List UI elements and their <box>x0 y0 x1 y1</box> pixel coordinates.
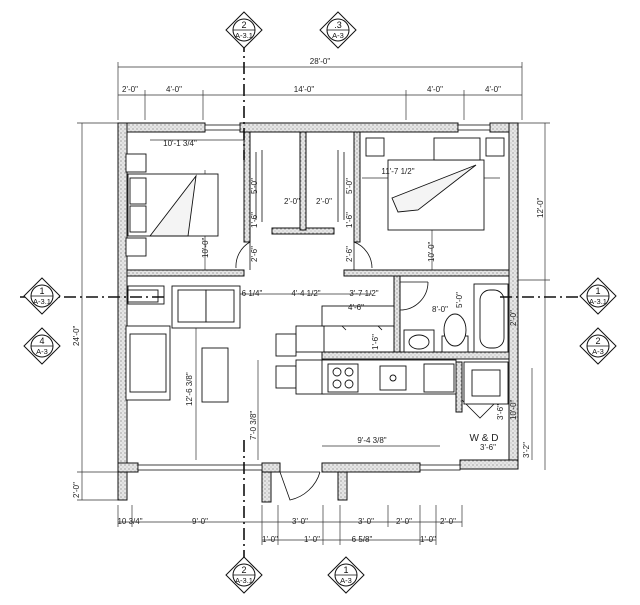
bath-fixtures <box>403 283 509 353</box>
overall-depth-dim: 24'-0" <box>72 325 81 346</box>
marker-number: 1 <box>343 565 348 575</box>
tub-dim: 2'-0" <box>509 310 518 326</box>
marker-number: 1 <box>39 286 44 296</box>
top-dim-5: 4'-0" <box>485 85 501 94</box>
right-total: 12'-0" <box>536 197 545 218</box>
marker-number: 2 <box>241 20 246 30</box>
kitchen-small: 1'-6" <box>371 334 380 350</box>
hall-right: 2'-6" <box>345 246 354 262</box>
laundry-a: 3'-6" <box>496 404 505 420</box>
section-marker-left-a: 1A-3.1 <box>23 277 61 315</box>
top-dim-3: 14'-0" <box>294 85 315 94</box>
laundry-c: 3'-2" <box>522 442 531 458</box>
living-furniture <box>125 285 241 403</box>
section-markers: 2A-3.1.3A-31A-3.14A-31A-3.12A-32A-3.11A-… <box>23 11 617 594</box>
bottom-dim-4: 3'-0" <box>358 517 374 526</box>
laundry-d: 3'-6" <box>480 443 496 452</box>
section-marker-left-b: 4A-3 <box>23 327 61 365</box>
living-depth: 12'-6 3/8" <box>185 372 194 406</box>
closet-door-left: 2'-0" <box>284 197 300 206</box>
marker-sheet: A-3.1 <box>33 297 51 306</box>
corridor-c: 3'-7 1/2" <box>349 289 378 298</box>
corridor-a: 6 1/4" <box>242 289 263 298</box>
marker-sheet: A-3.1 <box>235 31 253 40</box>
bottom-dim-2: 9'-0" <box>192 517 208 526</box>
section-marker-right-b: 2A-3 <box>579 327 617 365</box>
bottom2-dim-3: 6 5/8" <box>352 535 373 544</box>
bottom-dim-6: 2'-0" <box>440 517 456 526</box>
marker-number: 2 <box>595 336 600 346</box>
kitchen-run: 9'-4 3/8" <box>357 436 386 445</box>
kitchen-fixtures <box>275 305 457 395</box>
hall-left: 2'-6" <box>250 246 259 262</box>
bottom-dim-1: 10 3/4" <box>117 517 142 526</box>
marker-number: 4 <box>39 336 44 346</box>
top-dim-4: 4'-0" <box>427 85 443 94</box>
bottom2-dim-1: 1'-0" <box>262 535 278 544</box>
bath-width: 8'-0" <box>432 305 448 314</box>
windows <box>137 124 491 471</box>
bottom2-dim-2: 1'-0" <box>304 535 320 544</box>
marker-sheet: A-3 <box>340 576 352 585</box>
closet-depth-left: 5'-0" <box>250 178 259 194</box>
section-marker-right-a: 1A-3.1 <box>579 277 617 315</box>
left-bed <box>125 153 219 257</box>
corridor-b: 4'-4 1/2" <box>291 289 320 298</box>
section-marker-bottom-b: 1A-3 <box>327 556 365 594</box>
laundry <box>463 361 509 405</box>
left-bottom-dim: 2'-0" <box>72 482 81 498</box>
marker-sheet: A-3 <box>332 31 344 40</box>
right-bedroom-depth: 10'-0" <box>427 241 436 262</box>
top-dim-1: 2'-0" <box>122 85 138 94</box>
top-dim-2: 4'-0" <box>166 85 182 94</box>
closet-depth-right: 5'-0" <box>345 178 354 194</box>
interior-walls <box>126 131 510 413</box>
dimension-text: 28'-0" 2'-0" 4'-0" 14'-0" 4'-0" 4'-0" 10… <box>72 57 545 544</box>
marker-sheet: A-3.1 <box>235 576 253 585</box>
section-marker-top-b: .3A-3 <box>319 11 357 49</box>
marker-number: 2 <box>241 565 246 575</box>
kitchen-depth: 7'-0 3/8" <box>249 411 258 440</box>
marker-number: 1 <box>595 286 600 296</box>
bath-top: 5'-0" <box>455 292 464 308</box>
overall-width-dim: 28'-0" <box>310 57 331 66</box>
right-bed <box>365 137 505 231</box>
laundry-b: 10'-0" <box>509 399 518 420</box>
section-marker-top-a: 2A-3.1 <box>225 11 263 49</box>
bottom-dim-5: 2'-0" <box>396 517 412 526</box>
marker-sheet: A-3.1 <box>589 297 607 306</box>
kitchen-width: 4'-6" <box>348 303 364 312</box>
left-bedroom-depth: 10'-0" <box>201 237 210 258</box>
washer-dryer-label: W & D <box>470 433 499 444</box>
section-marker-bottom-a: 2A-3.1 <box>225 556 263 594</box>
closet-side-right: 1'-6" <box>345 212 354 228</box>
right-bedroom-width: 11'-7 1/2" <box>381 167 414 176</box>
left-bedroom-width: 10'-1 3/4" <box>163 139 197 148</box>
marker-number: .3 <box>334 20 342 30</box>
bottom2-dim-4: 1'-0" <box>420 535 436 544</box>
closet-door-right: 2'-0" <box>316 197 332 206</box>
marker-sheet: A-3 <box>592 347 604 356</box>
bottom-dim-3: 3'-0" <box>292 517 308 526</box>
closet-side-left: 1'-6" <box>250 212 259 228</box>
marker-sheet: A-3 <box>36 347 48 356</box>
